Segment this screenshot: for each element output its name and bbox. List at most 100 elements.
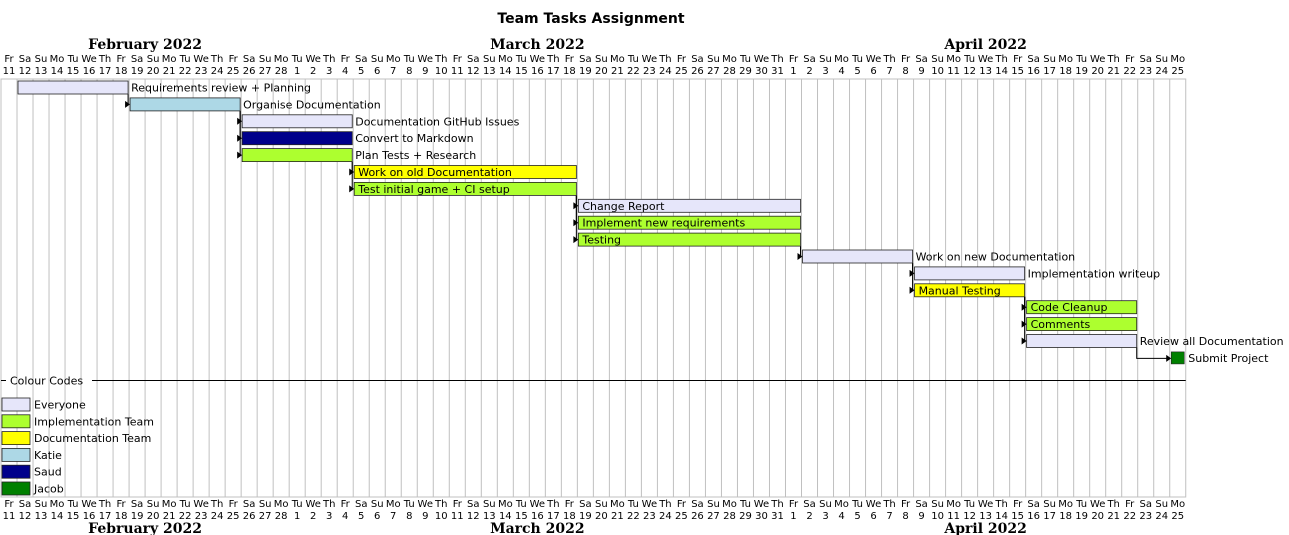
bottom-weekday-label: Su — [259, 499, 272, 510]
top-day-number: 7 — [886, 66, 892, 77]
top-day-number: 31 — [771, 66, 784, 77]
bottom-weekday-label: We — [418, 499, 433, 510]
legend-swatch — [1, 414, 31, 429]
bottom-day-number: 10 — [435, 511, 448, 522]
bottom-weekday-label: Mo — [1058, 499, 1073, 510]
bottom-weekday-label: Fr — [229, 499, 239, 510]
top-weekday-label: Su — [707, 54, 720, 65]
top-weekday-label: Tu — [179, 54, 191, 65]
bottom-weekday-label: Sa — [915, 499, 927, 510]
top-day-number: 30 — [755, 66, 768, 77]
top-weekday-label: Su — [1043, 54, 1056, 65]
top-day-number: 21 — [1107, 66, 1120, 77]
bottom-weekday-label: Fr — [4, 499, 14, 510]
bottom-day-number: 15 — [515, 511, 528, 522]
top-weekday-label: Sa — [355, 54, 367, 65]
top-day-number: 25 — [227, 66, 240, 77]
bottom-day-number: 15 — [1011, 511, 1024, 522]
bottom-weekday-label: We — [530, 499, 545, 510]
bottom-day-number: 26 — [691, 511, 704, 522]
bottom-day-number: 13 — [483, 511, 496, 522]
top-weekday-label: Sa — [467, 54, 479, 65]
bottom-weekday-label: Mo — [386, 499, 401, 510]
top-day-number: 29 — [739, 66, 752, 77]
top-weekday-label: Su — [259, 54, 272, 65]
bottom-day-number: 5 — [854, 511, 860, 522]
top-day-number: 18 — [115, 66, 128, 77]
dependency-arrowhead — [125, 100, 131, 108]
bottom-weekday-label: Su — [707, 499, 720, 510]
task-label: Convert to Markdown — [355, 132, 473, 145]
task-bar — [914, 283, 1026, 298]
bottom-weekday-label: We — [754, 499, 769, 510]
bottom-day-number: 25 — [227, 511, 240, 522]
top-day-number: 22 — [1123, 66, 1136, 77]
bottom-day-number: 20 — [1091, 511, 1104, 522]
bottom-weekday-label: Fr — [565, 499, 575, 510]
top-day-number: 16 — [1027, 66, 1040, 77]
bottom-day-number: 18 — [563, 511, 576, 522]
bottom-day-number: 8 — [902, 511, 908, 522]
top-day-number: 1 — [294, 66, 300, 77]
top-weekday-label: Fr — [789, 54, 799, 65]
legend-swatch — [1, 447, 31, 462]
bottom-month-label: March 2022 — [490, 521, 585, 535]
bottom-day-number: 6 — [870, 511, 876, 522]
bottom-day-number: 12 — [19, 511, 32, 522]
top-day-number: 27 — [707, 66, 720, 77]
milestone-label: Submit Project — [1188, 352, 1269, 365]
top-day-number: 17 — [99, 66, 112, 77]
top-weekday-label: Sa — [803, 54, 815, 65]
top-weekday-label: Mo — [162, 54, 177, 65]
bottom-day-number: 7 — [390, 511, 396, 522]
top-weekday-label: We — [530, 54, 545, 65]
bottom-weekday-label: Tu — [963, 499, 975, 510]
top-weekday-label: Tu — [403, 54, 415, 65]
top-weekday-label: Su — [35, 54, 48, 65]
top-day-number: 1 — [790, 66, 796, 77]
bottom-day-number: 15 — [67, 511, 80, 522]
top-day-number: 16 — [83, 66, 96, 77]
top-weekday-label: Su — [931, 54, 944, 65]
dependency-arrow — [1136, 347, 1171, 359]
legend-label: Implementation Team — [34, 415, 154, 428]
bottom-weekday-label: Sa — [1139, 499, 1151, 510]
bottom-day-number: 27 — [259, 511, 272, 522]
top-day-number: 28 — [275, 66, 288, 77]
bottom-day-number: 28 — [723, 511, 736, 522]
top-weekday-label: Th — [882, 54, 895, 65]
bottom-day-number: 16 — [1027, 511, 1040, 522]
bottom-weekday-label: Tu — [515, 499, 527, 510]
top-day-number: 20 — [147, 66, 160, 77]
bottom-day-number: 29 — [739, 511, 752, 522]
legend-label: Everyone — [34, 399, 86, 412]
bottom-weekday-label: Tu — [67, 499, 79, 510]
task-bar — [129, 97, 241, 112]
bottom-month-label: February 2022 — [88, 521, 202, 535]
bottom-day-number: 19 — [579, 511, 592, 522]
task-label: Implement new requirements — [582, 217, 745, 230]
bottom-day-number: 11 — [947, 511, 960, 522]
bottom-day-number: 24 — [211, 511, 224, 522]
bottom-day-number: 1 — [790, 511, 796, 522]
task-bar — [577, 232, 801, 247]
task-bar — [17, 80, 129, 95]
top-weekday-label: Mo — [1170, 54, 1185, 65]
bottom-weekday-label: Th — [658, 499, 671, 510]
bottom-weekday-label: Fr — [789, 499, 799, 510]
bottom-day-number: 23 — [1139, 511, 1152, 522]
task-label: Test initial game + CI setup — [357, 183, 510, 196]
top-day-number: 26 — [691, 66, 704, 77]
bottom-day-number: 18 — [115, 511, 128, 522]
bottom-weekday-label: Mo — [274, 499, 289, 510]
top-day-number: 25 — [1171, 66, 1184, 77]
top-day-number: 6 — [870, 66, 876, 77]
bottom-weekday-label: Sa — [803, 499, 815, 510]
task-label: Organise Documentation — [243, 98, 381, 111]
top-weekday-label: We — [193, 54, 208, 65]
top-weekday-label: Su — [1155, 54, 1168, 65]
top-day-number: 11 — [947, 66, 960, 77]
task-bar — [577, 198, 801, 213]
bottom-weekday-label: Sa — [355, 499, 367, 510]
